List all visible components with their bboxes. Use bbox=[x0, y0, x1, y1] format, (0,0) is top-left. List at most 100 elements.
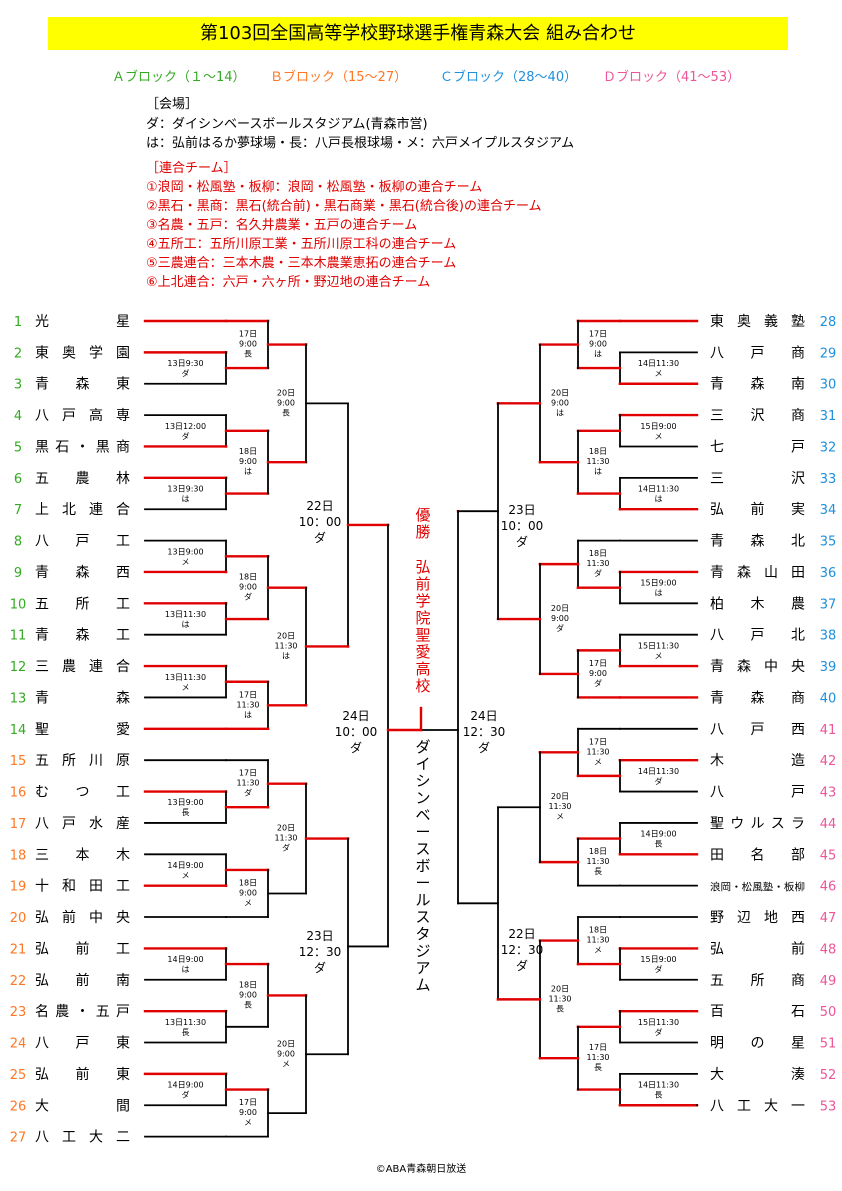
match-schedule: 20日 bbox=[551, 984, 569, 993]
team-number: 13 bbox=[10, 691, 27, 706]
match-schedule: 14日11:30 bbox=[638, 485, 679, 494]
match-schedule: 11:30 bbox=[274, 834, 297, 843]
team-number: 23 bbox=[10, 1005, 27, 1020]
joint-line: ⑤三農連合：三本木農・三本木農業恵拓の連合チーム bbox=[146, 256, 457, 271]
match-schedule: 長 bbox=[556, 1004, 564, 1013]
team-name: 聖ウルスラ bbox=[710, 816, 805, 832]
team-number: 14 bbox=[10, 723, 27, 738]
match-schedule: 15日9:00 bbox=[640, 955, 676, 964]
champion-label: 優 bbox=[415, 506, 430, 524]
match-schedule: 14日11:30 bbox=[638, 1081, 679, 1090]
match-schedule: は bbox=[594, 467, 602, 476]
joint-line: ③名農・五戸：名久井農業・五戸の連合チーム bbox=[146, 218, 418, 233]
match-schedule: 23日 bbox=[306, 929, 333, 943]
team-name: 八戸北 bbox=[710, 628, 805, 644]
final-venue: ス bbox=[415, 840, 430, 858]
team-name: 十和田工 bbox=[35, 879, 130, 895]
team-name: 五所工 bbox=[35, 596, 130, 612]
final-venue: ム bbox=[415, 976, 430, 994]
team-name: 三沢商 bbox=[710, 408, 805, 424]
team-name: 青森西 bbox=[35, 565, 130, 581]
match-schedule: 9:00 bbox=[277, 1049, 295, 1058]
match-schedule: 長 bbox=[182, 808, 190, 817]
match-schedule: 20日 bbox=[551, 388, 569, 397]
match-schedule: ダ bbox=[655, 964, 663, 974]
team-name: むつ工 bbox=[35, 785, 130, 801]
match-schedule: 15日9:00 bbox=[640, 579, 676, 588]
team-number: 36 bbox=[820, 566, 837, 581]
match-schedule: 18日 bbox=[239, 573, 257, 582]
match-schedule: 9:00 bbox=[551, 614, 569, 623]
final-venue: イ bbox=[415, 755, 430, 773]
final-venue: ジ bbox=[415, 942, 430, 960]
match-schedule: 13日12:00 bbox=[165, 422, 206, 431]
final-venue: ア bbox=[415, 959, 430, 977]
final-venue: シ bbox=[415, 772, 430, 790]
team-number: 50 bbox=[820, 1005, 837, 1020]
match-schedule: 12：30 bbox=[501, 943, 544, 957]
champion-label: 勝 bbox=[415, 523, 430, 541]
match-schedule: ダ bbox=[556, 623, 564, 633]
team-name: 三本木 bbox=[35, 847, 130, 863]
team-name: 野辺地西 bbox=[710, 910, 805, 926]
match-schedule: 9:00 bbox=[589, 340, 607, 349]
team-name: 木造 bbox=[710, 753, 805, 769]
final-venue: タ bbox=[415, 925, 430, 943]
team-number: 22 bbox=[10, 974, 27, 989]
match-schedule: 15日9:00 bbox=[640, 422, 676, 431]
team-number: 45 bbox=[820, 848, 837, 863]
match-schedule: 長 bbox=[282, 408, 290, 417]
venue-line: は：弘前はるか夢球場・長：八戸長根球場・メ：六戸メイプルスタジアム bbox=[146, 136, 575, 151]
match-schedule: 15日11:30 bbox=[638, 1018, 679, 1027]
team-number: 40 bbox=[820, 691, 837, 706]
team-name: 五農林 bbox=[35, 471, 130, 487]
final-venue: ボ bbox=[415, 857, 430, 875]
team-name: 青森北 bbox=[710, 534, 805, 550]
match-schedule: 17日 bbox=[589, 1043, 607, 1052]
team-name: 八工大二 bbox=[35, 1130, 130, 1146]
team-number: 43 bbox=[820, 786, 837, 801]
team-number: 1 bbox=[14, 315, 22, 330]
match-schedule: 14日11:30 bbox=[638, 767, 679, 776]
match-schedule: ダ bbox=[655, 1027, 663, 1037]
match-schedule: ダ bbox=[655, 776, 663, 786]
team-number: 12 bbox=[10, 660, 27, 675]
joint-heading: ［連合チーム］ bbox=[146, 161, 237, 176]
team-name: 百石 bbox=[710, 1004, 805, 1020]
team-name: 青森 bbox=[35, 690, 130, 706]
team-name: 八戸 bbox=[710, 785, 805, 801]
venue-heading: ［会場］ bbox=[146, 97, 199, 112]
team-name: 青森中央 bbox=[710, 659, 805, 675]
block-legend: Ａブロック（１～14） Ｂブロック（15～27） Ｃブロック（28～40） Ｄブ… bbox=[0, 66, 842, 85]
team-name: 五所商 bbox=[710, 973, 805, 989]
match-schedule: 12：30 bbox=[463, 725, 506, 739]
team-name: 黒石・黒商 bbox=[35, 439, 130, 455]
team-name: 弘前工 bbox=[35, 940, 130, 957]
match-schedule: は bbox=[182, 965, 190, 974]
team-number: 15 bbox=[10, 754, 27, 769]
team-number: 17 bbox=[10, 817, 27, 832]
match-schedule: 18日 bbox=[589, 847, 607, 856]
match-schedule: ダ bbox=[478, 740, 490, 755]
match-schedule: 13日9:00 bbox=[167, 547, 203, 556]
match-schedule: 11:30 bbox=[586, 747, 609, 756]
team-number: 24 bbox=[10, 1037, 27, 1052]
match-schedule: 10：00 bbox=[299, 515, 342, 529]
match-schedule: 11:30 bbox=[586, 559, 609, 568]
team-number: 46 bbox=[820, 880, 837, 895]
match-schedule: 14日9:00 bbox=[167, 1081, 203, 1090]
match-schedule: は bbox=[655, 589, 663, 598]
match-schedule: ダ bbox=[282, 843, 290, 853]
champion-name: 院 bbox=[415, 609, 430, 627]
team-number: 33 bbox=[820, 472, 837, 487]
match-schedule: ダ bbox=[182, 368, 190, 378]
team-name: 上北連合 bbox=[35, 502, 130, 518]
match-schedule: メ bbox=[655, 369, 663, 378]
team-number: 9 bbox=[14, 566, 22, 581]
team-name: 八戸西 bbox=[710, 722, 805, 738]
team-number: 18 bbox=[10, 848, 27, 863]
team-name: 弘前中央 bbox=[35, 909, 130, 926]
match-schedule: は bbox=[556, 408, 564, 417]
team-number: 19 bbox=[10, 880, 27, 895]
